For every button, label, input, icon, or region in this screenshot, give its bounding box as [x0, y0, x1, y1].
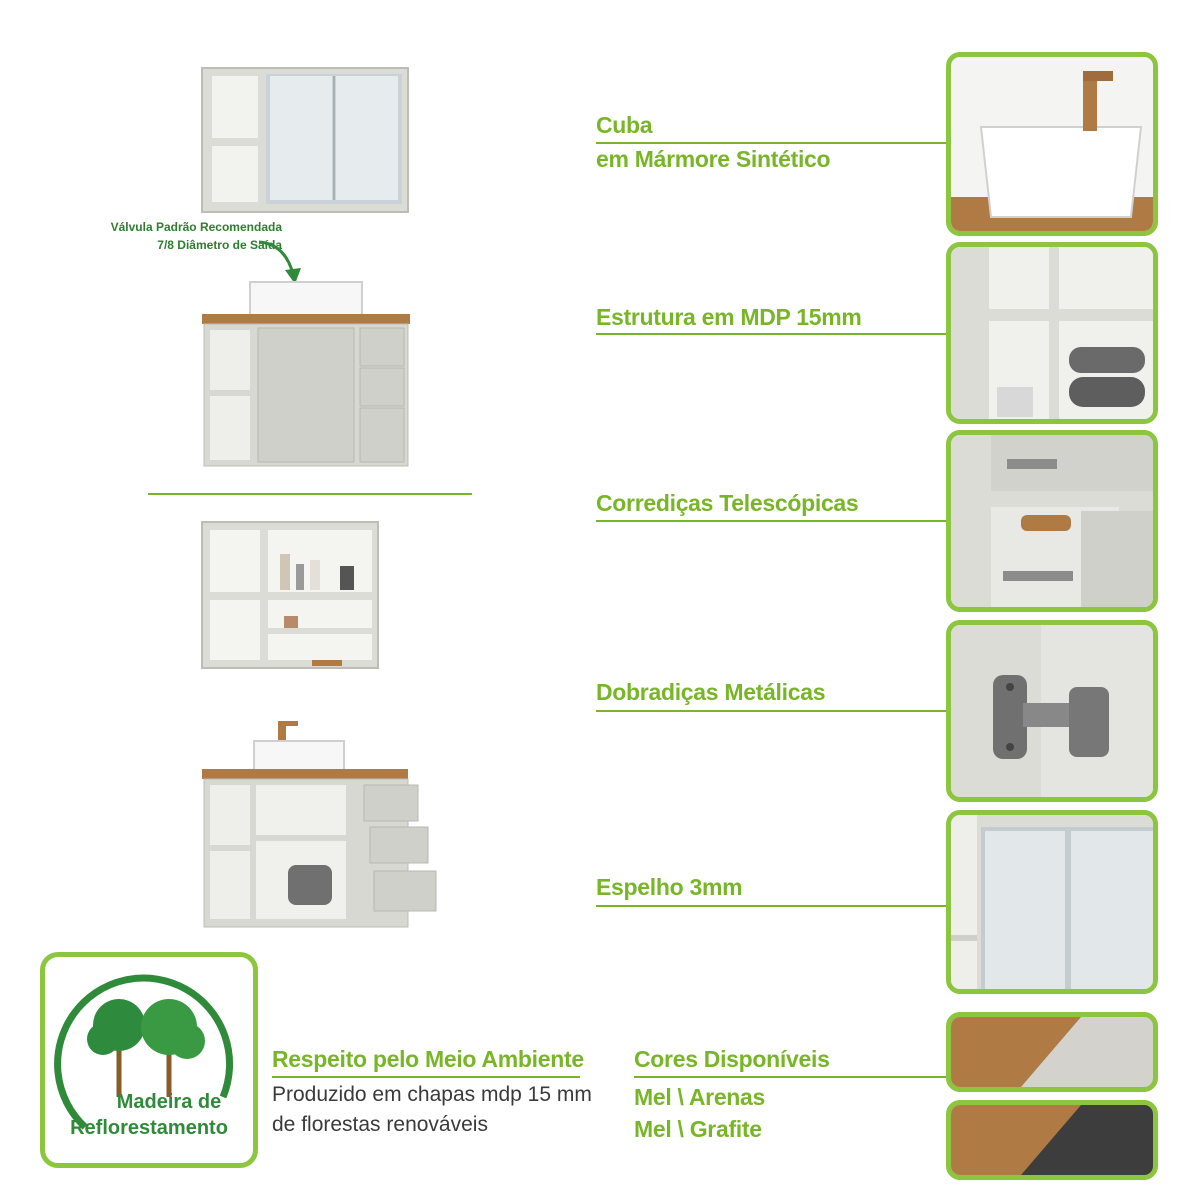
- colors-title-line: [634, 1076, 948, 1078]
- section-divider: [148, 493, 472, 495]
- shelf-closeup-image: [946, 242, 1158, 424]
- vanity-open-image: [198, 715, 442, 930]
- color-option-mel-arenas: Mel \ Arenas: [634, 1084, 766, 1110]
- feature-corredicas-label: Corrediças Telescópicas: [596, 490, 859, 516]
- feature-cuba-label: Cuba: [596, 112, 653, 138]
- feature-estrutura-label: Estrutura em MDP 15mm: [596, 304, 862, 330]
- sink-closeup-image: [946, 52, 1158, 236]
- drawer-slide-closeup-image: [946, 430, 1158, 612]
- feature-cuba: Cuba em Mármore Sintético: [596, 108, 831, 176]
- feature-dobradicas-label: Dobradiças Metálicas: [596, 679, 826, 705]
- eco-badge-line2: Reflorestamento: [70, 1117, 228, 1139]
- feature-espelho-label: Espelho 3mm: [596, 874, 743, 900]
- feature-corredicas-line: [596, 520, 948, 522]
- curved-arrow-icon: [255, 238, 315, 288]
- valve-note: Válvula Padrão Recomendada 7/8 Diâmetro …: [80, 218, 282, 254]
- trees-icon: [54, 974, 234, 1130]
- mirror-cabinet-image: [200, 66, 412, 216]
- swatch-mel-arenas: [946, 1012, 1158, 1092]
- color-option-mel-grafite: Mel \ Grafite: [634, 1116, 762, 1142]
- feature-cuba-sublabel: em Mármore Sintético: [596, 146, 831, 172]
- feature-espelho-line: [596, 905, 948, 907]
- valve-note-line1: Válvula Padrão Recomendada: [110, 220, 282, 234]
- eco-badge: Madeira de Reflorestamento: [40, 952, 258, 1168]
- valve-note-line2: 7/8 Diâmetro de Saída: [157, 238, 282, 252]
- eco-desc-line1: Produzido em chapas mdp 15 mm: [272, 1083, 592, 1106]
- hinge-closeup-image: [946, 620, 1158, 802]
- eco-badge-line1: Madeira de: [116, 1091, 222, 1113]
- colors-title: Cores Disponíveis: [634, 1046, 830, 1072]
- feature-estrutura-line: [596, 333, 948, 335]
- vanity-closed-image: [198, 280, 414, 470]
- swatch-mel-grafite: [946, 1100, 1158, 1180]
- feature-dobradicas-line: [596, 710, 948, 712]
- feature-cuba-line: [596, 142, 948, 144]
- eco-title: Respeito pelo Meio Ambiente: [272, 1046, 584, 1072]
- eco-desc-line2: de florestas renováveis: [272, 1113, 488, 1136]
- eco-title-line: [272, 1076, 580, 1078]
- open-shelf-cabinet-image: [200, 520, 380, 670]
- mirror-closeup-image: [946, 810, 1158, 994]
